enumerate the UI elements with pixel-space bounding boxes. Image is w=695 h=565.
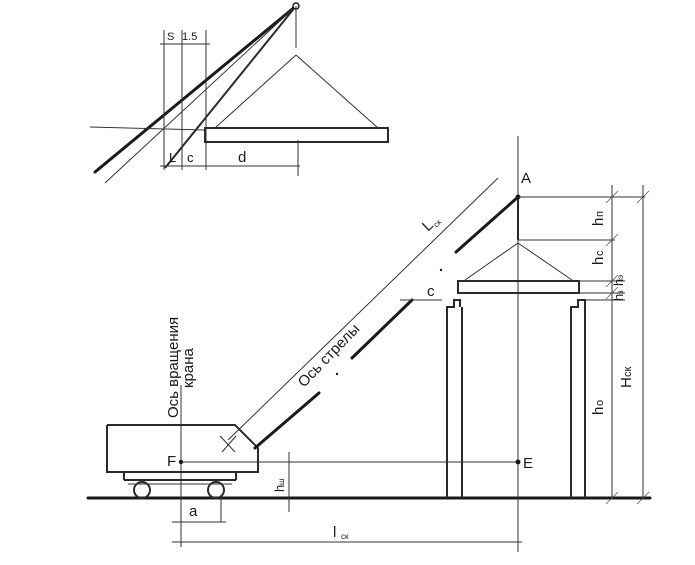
point-E-icon (515, 459, 521, 465)
inset-sling-right (295, 54, 379, 129)
svg-text:Ось вращения: Ось вращения (165, 317, 182, 418)
svg-text:H: H (618, 377, 635, 388)
svg-text:h: h (590, 218, 607, 226)
svg-text:h: h (611, 279, 626, 286)
labels: A L ск c Ось стрелы Ось вращения крана h… (165, 170, 635, 541)
label-h-n: h п (590, 211, 607, 226)
label-rotation-axis: Ось вращения крана (165, 317, 197, 418)
svg-text:о: о (594, 400, 606, 406)
label-l-ck: l ск (333, 524, 349, 541)
wheel-icon-right (207, 481, 225, 499)
label-c-mid: c (427, 283, 435, 300)
boom-hinge-mark (219, 435, 236, 453)
sling-left (464, 242, 519, 281)
label-A: A (521, 170, 531, 187)
label-s-value: 1.5 (182, 31, 197, 43)
label-a: a (189, 503, 198, 520)
svg-text:ск: ск (622, 367, 634, 378)
main-diagram (86, 136, 652, 552)
inset-detail: S 1.5 L c d (89, 2, 389, 184)
boom-upper-segment (454, 195, 520, 254)
crane-body (106, 424, 259, 499)
sling-right (517, 242, 573, 281)
label-E: E (523, 455, 533, 472)
label-h-sh: h ш (272, 479, 287, 492)
inset-horizontal-ref (89, 126, 206, 131)
svg-text:h: h (590, 407, 607, 415)
boom-mid-segment (350, 298, 414, 360)
svg-text:h: h (611, 294, 626, 301)
label-s: S (167, 31, 174, 43)
inset-sling-left (214, 54, 297, 129)
svg-text:l: l (333, 524, 336, 541)
svg-text:э: э (616, 275, 625, 279)
inset-beam (204, 127, 389, 143)
column-right (570, 299, 586, 498)
svg-text:з: з (616, 290, 625, 294)
svg-text:c: c (594, 250, 606, 256)
inset-boom-axis (104, 5, 297, 184)
inset-boom-line-2 (164, 5, 297, 169)
svg-text:п: п (594, 211, 606, 217)
svg-text:ск: ск (341, 532, 349, 541)
load-beam (457, 280, 580, 294)
wheel-icon-left (133, 481, 151, 499)
label-L: L (169, 150, 176, 165)
column-left-outer (446, 299, 461, 498)
label-h-c: h c (590, 250, 607, 265)
boom-axis-line (227, 177, 499, 441)
svg-text:ш: ш (277, 479, 286, 485)
label-F: F (167, 453, 176, 470)
crane-cab (106, 424, 259, 473)
label-L-ck: L ск (419, 217, 444, 235)
label-c-inset: c (187, 150, 194, 165)
svg-text:крана: крана (180, 347, 197, 388)
label-h-e: h э (611, 275, 626, 286)
inset-boom-line-1 (93, 4, 298, 174)
svg-text:h: h (272, 485, 287, 492)
boom-lower-segment (253, 391, 321, 450)
label-h-o: h о (590, 400, 607, 415)
label-H-ck: H ск (618, 367, 635, 389)
point-F-icon (178, 459, 184, 465)
label-d: d (238, 149, 246, 166)
svg-text:h: h (590, 257, 607, 265)
label-h-z: h з (611, 290, 626, 301)
